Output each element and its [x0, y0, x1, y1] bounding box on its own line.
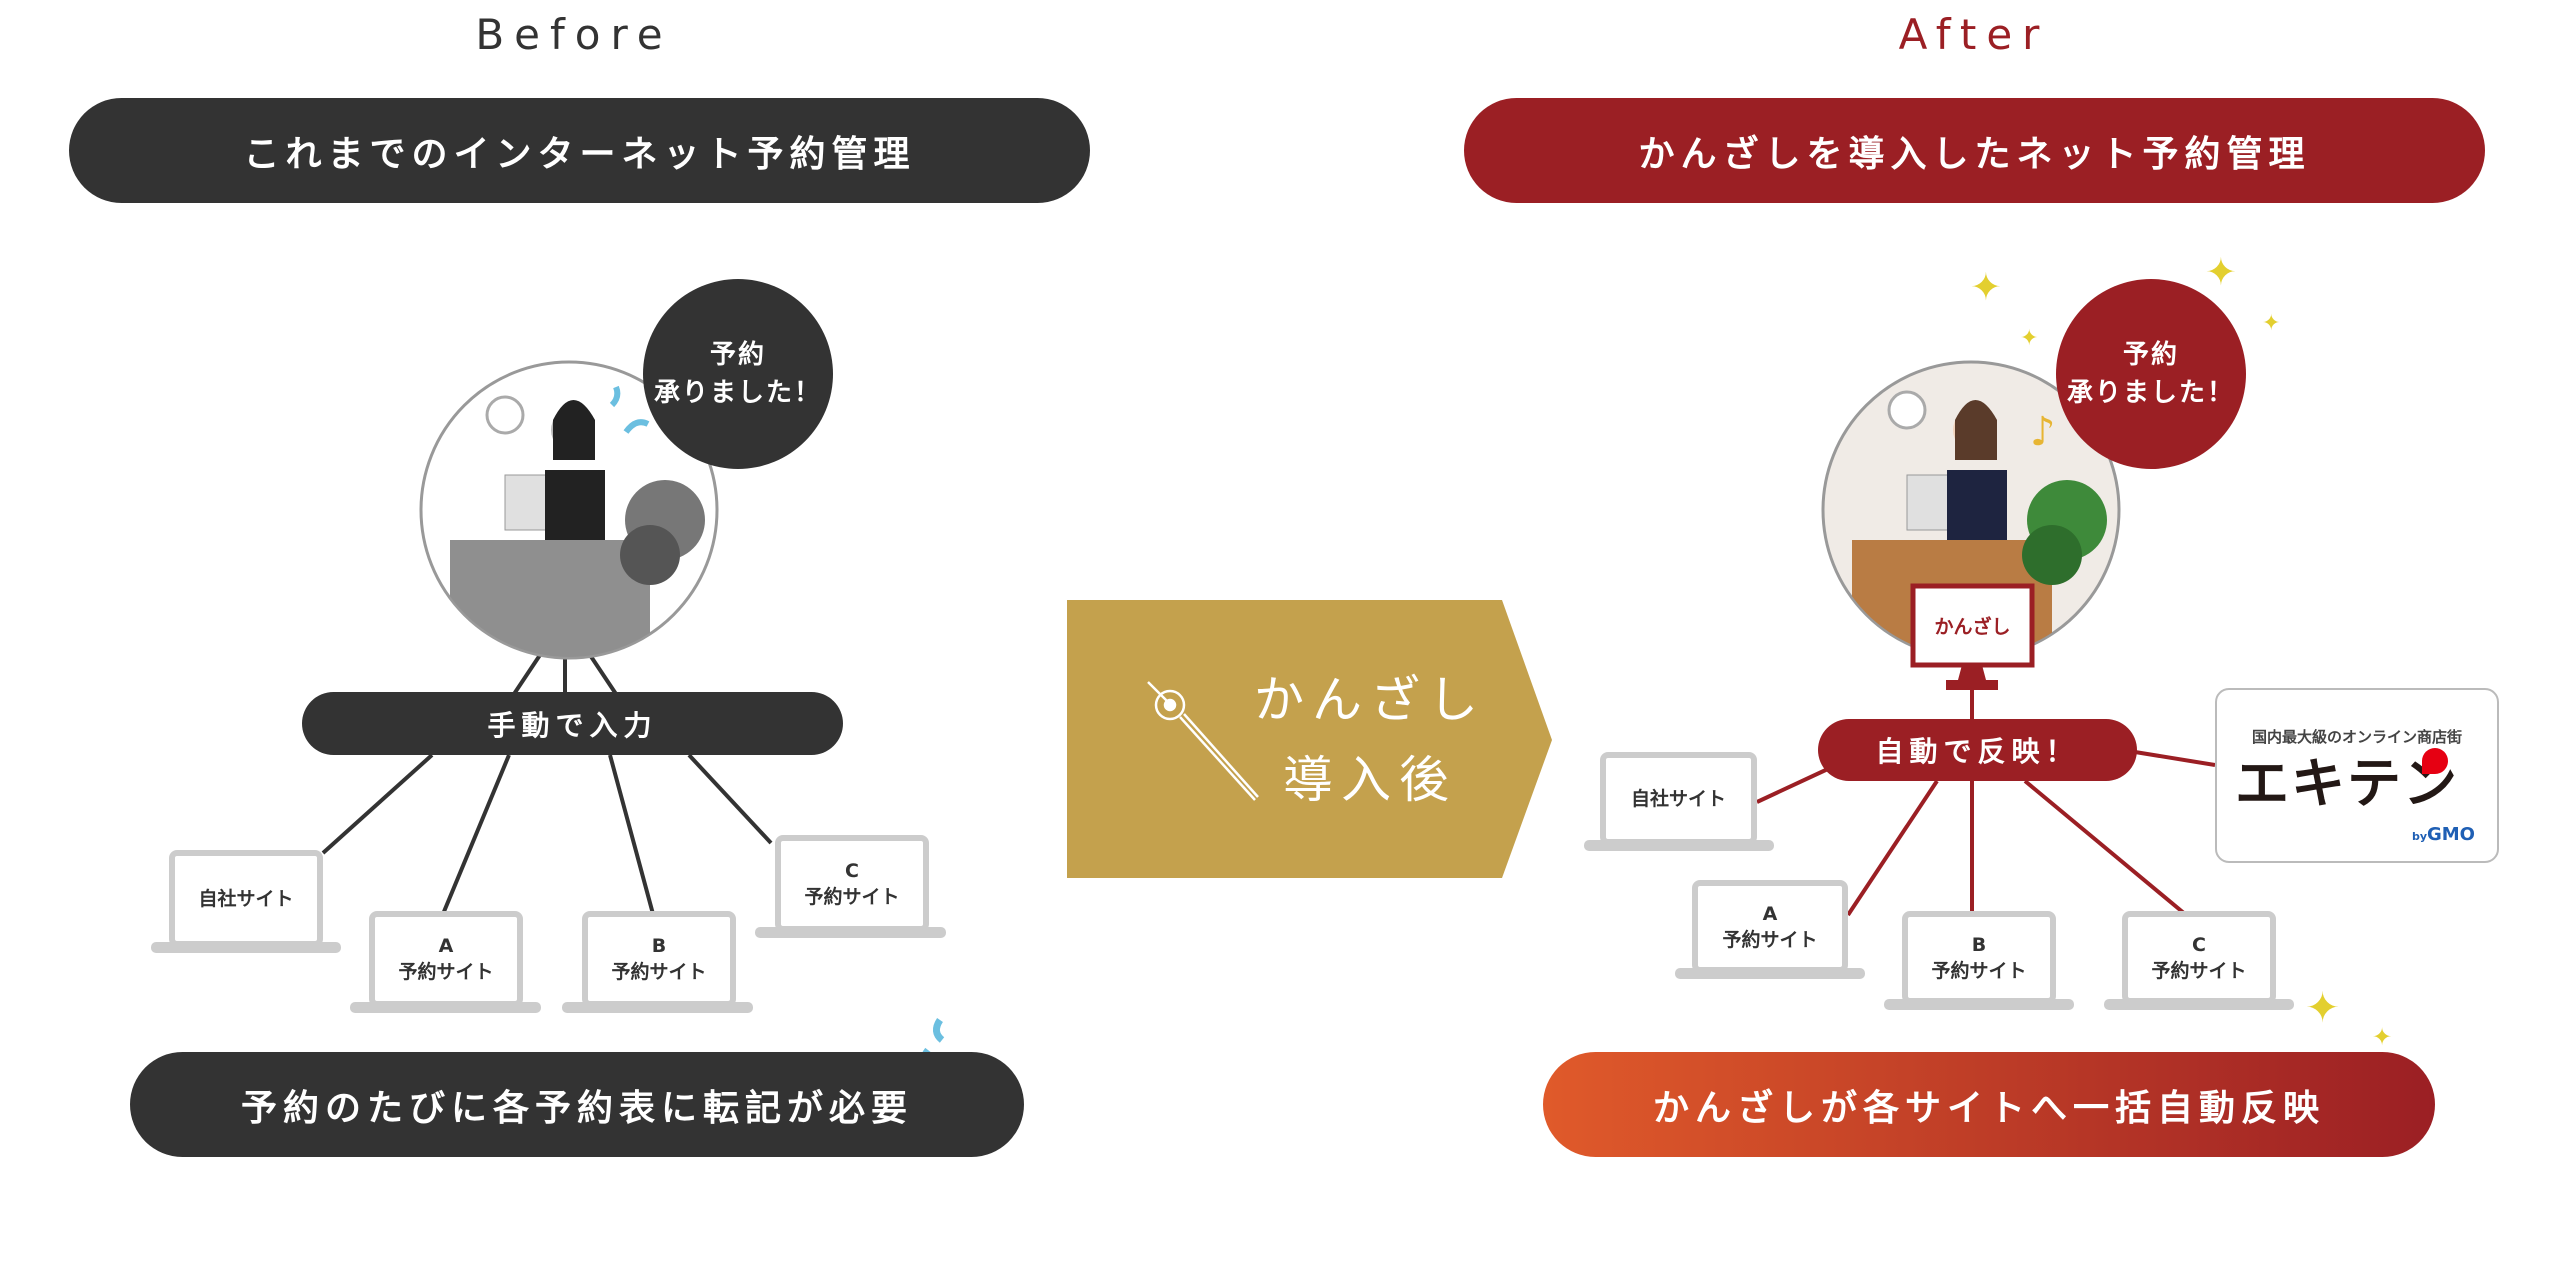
before-heading: Before	[475, 10, 673, 59]
arrow-label: かんざし 導入後	[1250, 660, 1490, 820]
before-illustration	[419, 360, 719, 660]
before-hub-label: 手動で入力	[302, 692, 843, 755]
after-illustration	[921, 360, 2121, 1068]
after-connectors	[1756, 690, 2216, 917]
after-hub-label: 自動で反映！	[1818, 719, 2137, 781]
before-banner: これまでのインターネット予約管理	[69, 98, 1090, 203]
after-heading: After	[1898, 10, 2050, 59]
laptops	[169, 752, 2276, 1007]
bubble-line: 承りました！	[2066, 378, 2235, 408]
before-footer: 予約のたびに各予約表に転記が必要	[130, 1052, 1024, 1157]
kanzashi-icon	[1147, 681, 1259, 801]
site-jisha: 自社サイト	[198, 887, 294, 910]
arrow-line: かんざし	[1254, 671, 1486, 729]
bubble-line: 予約	[709, 340, 766, 370]
before-speech-bubble: 予約 承りました！	[643, 279, 833, 469]
bubble-line: 承りました！	[653, 378, 822, 408]
ekiten-tagline: 国内最大級のオンライン商店街	[2251, 728, 2462, 746]
arrow-shape	[1067, 600, 1552, 878]
ekiten-pin-icon	[2422, 748, 2448, 774]
ekiten-logo: エキテン	[2235, 752, 2459, 815]
after-banner: かんざしを導入したネット予約管理	[1464, 98, 2485, 203]
arrow-line: 導入後	[1283, 751, 1457, 809]
before-connectors	[321, 653, 773, 915]
bubble-line: 予約	[2122, 340, 2179, 370]
after-speech-bubble: 予約 承りました！	[2056, 279, 2246, 469]
gmo-mark: byGMO	[2411, 824, 2475, 845]
ekiten-logo-card: 国内最大級のオンライン商店街 エキテン byGMO	[2215, 688, 2499, 863]
site-jisha: 自社サイト	[1630, 787, 1726, 810]
kanzashi-monitor-label: かんざし	[1934, 616, 2011, 638]
after-footer: かんざしが各サイトへ一括自動反映	[1543, 1052, 2435, 1157]
